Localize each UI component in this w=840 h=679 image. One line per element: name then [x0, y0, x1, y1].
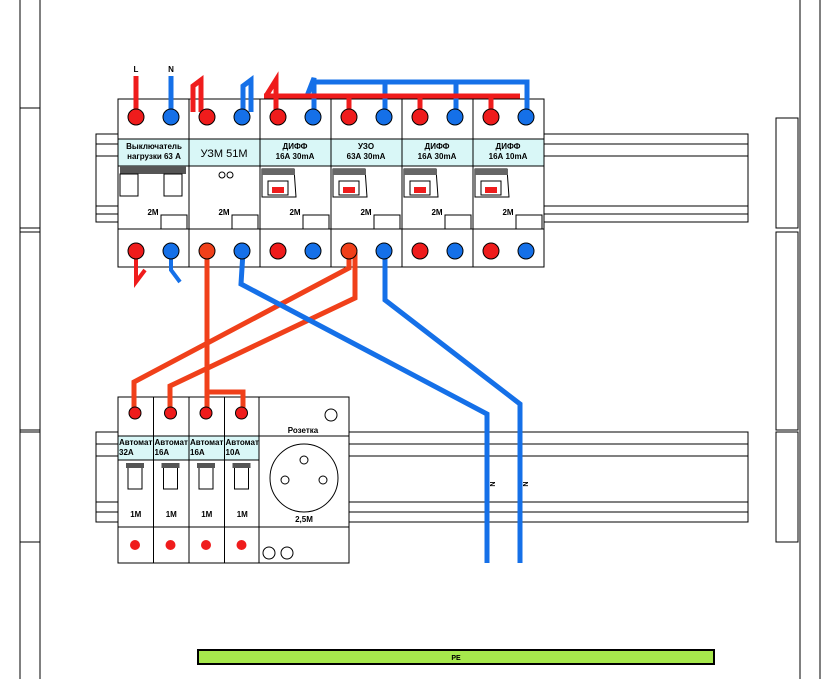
- terminal-top: [517, 108, 535, 126]
- module-label-line1: ДИФФ: [496, 142, 521, 151]
- module-label-line2: 16А 10mA: [489, 152, 528, 161]
- bottom-row-devices: Автомат32А1MАвтомат16А1MАвтомат16А1MАвто…: [117, 396, 261, 564]
- automat-label-line2: 10А: [226, 448, 241, 457]
- module-size: 2M: [431, 208, 442, 217]
- automat-terminal-bottom: [165, 540, 176, 550]
- terminal-l-label: L: [134, 65, 139, 74]
- n-bus-right-label: N: [521, 481, 528, 486]
- terminal-top: [233, 108, 251, 126]
- terminal-top: [269, 108, 287, 126]
- module-size: 2M: [502, 208, 513, 217]
- socket-label: Розетка: [288, 426, 319, 435]
- terminal-bottom: [269, 242, 287, 260]
- automat-label-line2: 32А: [119, 448, 134, 457]
- automat-size: 1M: [130, 510, 141, 519]
- terminal-bottom: [304, 242, 322, 260]
- terminal-n-label: N: [168, 65, 174, 74]
- terminal-bottom: [340, 242, 358, 260]
- terminal-bottom: [375, 242, 393, 260]
- socket-module: Розетка 2,5M: [258, 396, 350, 564]
- module-label-line1: УЗО: [358, 142, 374, 151]
- terminal-bottom: [162, 242, 180, 260]
- terminal-top: [482, 108, 500, 126]
- automat-terminal-bottom: [201, 540, 211, 550]
- automat-terminal-bottom: [236, 540, 247, 550]
- bottom-terminals: [128, 406, 248, 550]
- pe-bus: PE: [197, 649, 715, 665]
- terminal-top: [340, 108, 358, 126]
- terminal-bottom: [517, 242, 535, 260]
- module-label-line1: ДИФФ: [283, 142, 308, 151]
- module-label-line2: 16А 30mA: [276, 152, 315, 161]
- module-label-line2: 16А 30mA: [418, 152, 457, 161]
- automat-terminal-top: [235, 406, 248, 420]
- module-size: 2M: [289, 208, 300, 217]
- terminal-top: [304, 108, 322, 126]
- terminal-bottom: [233, 242, 251, 260]
- top-module-2: УЗМ 51М 2M: [188, 98, 261, 268]
- terminal-bottom: [482, 242, 500, 260]
- automat-label-line1: Автомат: [226, 438, 259, 447]
- socket-size: 2,5M: [295, 515, 313, 524]
- terminal-top: [162, 108, 180, 126]
- terminal-top: [375, 108, 393, 126]
- module-label-line2: 63А 30mA: [347, 152, 386, 161]
- terminal-top: [411, 108, 429, 126]
- module-size: 2M: [218, 208, 229, 217]
- automat-size: 1M: [237, 510, 248, 519]
- automat-terminal-bottom: [130, 540, 140, 550]
- socket-outlet: [269, 443, 339, 513]
- automat-terminal-top: [128, 406, 142, 420]
- terminal-bottom: [446, 242, 464, 260]
- terminal-top: [127, 108, 145, 126]
- automat-terminal-top: [164, 406, 177, 420]
- automat-size: 1M: [201, 510, 212, 519]
- module-label-uzm: УЗМ 51М: [200, 148, 247, 160]
- terminal-top: [446, 108, 464, 126]
- module-size: 2M: [360, 208, 371, 217]
- top-terminals: [127, 108, 535, 260]
- module-label-line2: нагрузки 63 А: [127, 152, 181, 161]
- terminal-bottom: [198, 242, 216, 260]
- automat-terminal-top: [199, 406, 213, 420]
- automat-label-line2: 16А: [190, 448, 205, 457]
- automat-label-line2: 16А: [155, 448, 170, 457]
- automat-label-line1: Автомат: [119, 438, 152, 447]
- cabinet-frame: [19, 0, 821, 679]
- terminal-bottom: [127, 242, 145, 260]
- n-bus-left-label: N: [488, 481, 495, 486]
- terminal-top: [198, 108, 216, 126]
- wires: [131, 71, 530, 563]
- automat-label-line1: Автомат: [190, 438, 223, 447]
- module-label-line1: Выключатель: [126, 142, 182, 151]
- module-label-line1: ДИФФ: [425, 142, 450, 151]
- terminal-bottom: [411, 242, 429, 260]
- pe-bus-label: PE: [451, 655, 461, 662]
- module-size: 2M: [147, 208, 158, 217]
- automat-size: 1M: [166, 510, 177, 519]
- automat-label-line1: Автомат: [155, 438, 188, 447]
